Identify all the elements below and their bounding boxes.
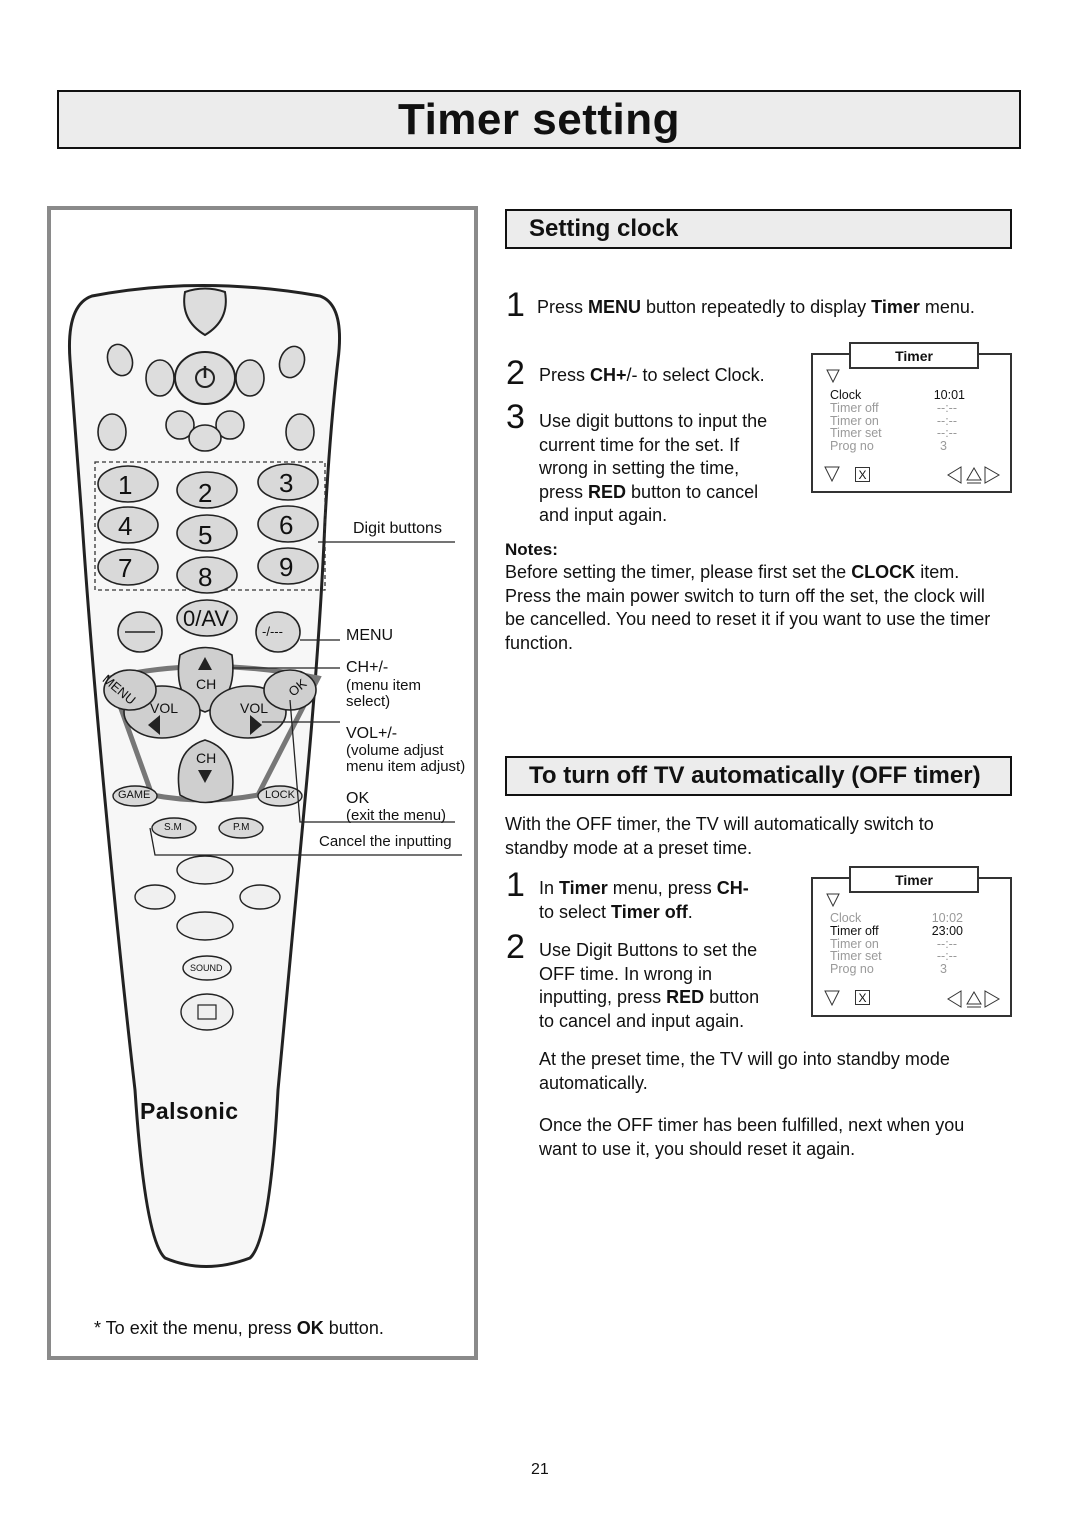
sm-key: S.M: [164, 822, 182, 833]
off-after-2: Once the OFF timer has been fulfilled, n…: [539, 1115, 965, 1159]
footnote-text-end: button.: [323, 1318, 384, 1338]
game-key: GAME: [118, 789, 151, 801]
program-icon: [826, 369, 840, 384]
sound-key: SOUND: [190, 963, 223, 973]
off-step2: Use Digit Buttons to set the OFF time. I…: [539, 940, 760, 1031]
footnote: * To exit the menu, press OK button.: [94, 1318, 384, 1339]
remote-illustration: [67, 284, 462, 1268]
label-ch-sub1: (menu item: [346, 677, 422, 694]
label-ok-sub: (exit the menu): [346, 807, 447, 824]
off-step1: In Timer menu, press CH- to select Timer…: [539, 878, 749, 922]
off-timer-intro: With the OFF timer, the TV will automati…: [505, 814, 934, 858]
timer-menu-tab: Timer: [849, 866, 979, 893]
label-cancel: Cancel the inputting: [319, 833, 452, 850]
clock-step1: Press MENU button repeatedly to display …: [537, 297, 975, 317]
menu-row: Timer on--:--: [830, 936, 957, 951]
nav-down-icon: [824, 990, 840, 1011]
digit-7: 7: [118, 553, 133, 583]
timer-menu-screen-off: [811, 877, 1012, 1017]
digit-5: 5: [198, 520, 213, 550]
digit-4: 4: [118, 511, 133, 541]
ch-up-label: CH: [196, 676, 217, 692]
label-vol-sub1: (volume adjust: [346, 742, 444, 759]
label-ch-sub2: select): [346, 693, 391, 710]
vol-left-label: VOL: [150, 700, 179, 716]
vol-right-label: VOL: [240, 700, 269, 716]
step-number: 1: [506, 866, 525, 904]
dash-key: -/---: [262, 624, 283, 639]
digit-8: 8: [198, 562, 213, 592]
digit-6: 6: [279, 510, 294, 540]
footnote-text: * To exit the menu, press: [94, 1318, 297, 1338]
step-number: 2: [506, 354, 525, 392]
digit-1: 1: [118, 470, 133, 500]
page-title-box: Timer setting: [57, 90, 1021, 149]
menu-row: Timer on--:--: [830, 413, 957, 428]
page-title: Timer setting: [398, 94, 680, 144]
timer-menu-tab: Timer: [849, 342, 979, 369]
label-digit-buttons: Digit buttons: [353, 520, 442, 537]
pm-key: P.M: [233, 822, 250, 833]
notes-body: Before setting the timer, please first s…: [505, 562, 991, 653]
label-menu: MENU: [346, 627, 394, 644]
nav-down-icon: [824, 466, 840, 487]
clock-step2: Press CH+/- to select Clock.: [539, 365, 765, 385]
menu-row: Timer off--:--: [830, 400, 957, 415]
digit-2: 2: [198, 478, 213, 508]
label-ok: OK: [346, 790, 370, 807]
label-vol: VOL+/-: [346, 725, 398, 742]
label-vol-sub2: menu item adjust): [346, 758, 466, 775]
footnote-ok: OK: [296, 1318, 324, 1338]
off-timer-heading-box: To turn off TV automatically (OFF timer): [505, 756, 1012, 796]
off-after-1: At the preset time, the TV will go into …: [539, 1049, 950, 1093]
cancel-x-icon: X: [855, 990, 870, 1005]
step-number: 1: [506, 286, 525, 324]
clock-step3: Use digit buttons to input the current t…: [539, 411, 768, 525]
label-ch: CH+/-: [346, 659, 389, 676]
adjust-arrows-icon: [947, 466, 1001, 489]
zero-av-key: 0/AV: [183, 606, 230, 631]
cancel-x-icon: X: [855, 467, 870, 482]
notes-heading: Notes:: [505, 540, 558, 559]
menu-row: Timer set--:--: [830, 949, 957, 964]
step-number: 2: [506, 928, 525, 966]
program-icon: [826, 893, 840, 908]
lock-key: LOCK: [265, 789, 295, 801]
setting-clock-heading: Setting clock: [529, 215, 679, 242]
remote-panel: [47, 206, 478, 1360]
timer-menu-screen-clock: [811, 353, 1012, 493]
page-number: 21: [531, 1461, 549, 1478]
ch-down-label: CH: [196, 750, 217, 766]
setting-clock-heading-box: Setting clock: [505, 209, 1012, 249]
digit-9: 9: [279, 552, 294, 582]
step-number: 3: [506, 398, 525, 436]
off-timer-heading: To turn off TV automatically (OFF timer): [529, 762, 981, 789]
brand-logo: Palsonic: [140, 1098, 239, 1124]
adjust-arrows-icon: [947, 990, 1001, 1013]
menu-row: Timer set--:--: [830, 426, 957, 441]
digit-3: 3: [279, 468, 294, 498]
